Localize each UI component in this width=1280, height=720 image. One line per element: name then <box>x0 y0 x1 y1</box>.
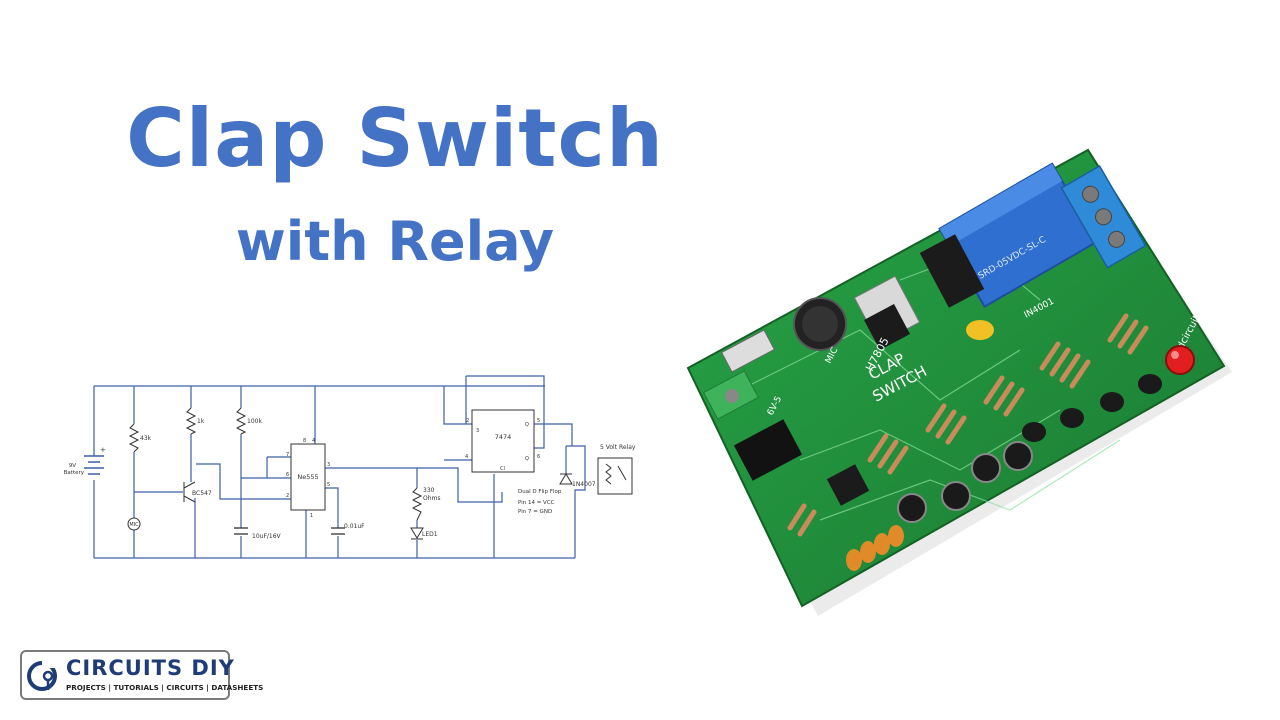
resistor-r4-unit: Ohms <box>423 495 441 502</box>
page-subtitle: with Relay <box>235 210 555 273</box>
circuits-diy-logo[interactable]: CIRCUITS DIY PROJECTS | TUTORIALS | CIRC… <box>20 650 263 700</box>
clap-switch-pcb: SRD-05VDC-SL-C H7805 MIC 6V-5 CLAP SWITC… <box>686 148 1232 616</box>
capacitor-c1 <box>234 527 248 535</box>
resistor-r4 <box>411 487 423 521</box>
flipflop-pin-4: 4 <box>465 454 468 460</box>
resistor-r3-label: 100k <box>247 418 262 425</box>
capacitor-c2-label: 0.01uF <box>344 523 365 530</box>
relay-label: 5 Volt Relay <box>600 444 636 451</box>
transistor-power <box>919 234 985 308</box>
microphone-label: MIC <box>129 522 139 528</box>
flipflop-pin-q: Q <box>525 422 529 428</box>
timer-label: Ne555 <box>297 473 318 481</box>
flipflop-label: 7474 <box>495 433 512 441</box>
flipflop-pin-2: 2 <box>466 418 469 424</box>
flipflop-pin7-note: Pin 7 = GND <box>518 509 552 515</box>
timer-pin-3: 3 <box>327 462 330 468</box>
timer-pin-1: 1 <box>310 513 313 519</box>
battery-voltage: 9V <box>69 463 76 469</box>
relay-component: SRD-05VDC-SL-C <box>938 162 1099 309</box>
circuits-diy-logo-icon <box>27 660 58 691</box>
flipflop-pin-cl: Cl <box>500 466 505 472</box>
microphone-symbol <box>127 517 141 531</box>
terminal-block <box>1060 164 1147 269</box>
resistor-array <box>787 313 1149 537</box>
timer-pin-5: 5 <box>327 482 330 488</box>
logo-name: CIRCUITS DIY <box>66 656 235 680</box>
flipflop-pin-3: 3 <box>476 428 479 434</box>
flipflop-pin-q2: Q <box>525 456 529 462</box>
resistor-r1-label: 43k <box>140 435 152 442</box>
flipflop-ic <box>471 409 535 473</box>
capacitor-c2 <box>331 527 345 535</box>
battery-note: Battery <box>64 470 85 476</box>
electrolytic-capacitors <box>897 441 1033 523</box>
capacitor-c1-label: 10uF/16V <box>252 533 282 540</box>
flipflop-pin-5: 5 <box>537 418 540 424</box>
battery-plus-label: + <box>100 446 106 454</box>
voltage-regulator <box>853 275 921 350</box>
schematic-wires <box>93 375 586 559</box>
timer-pin-8: 8 <box>303 438 306 444</box>
timer-pin-2: 2 <box>286 493 289 499</box>
small-transistors <box>1022 374 1162 442</box>
resistor-r4-label: 330 <box>423 487 435 494</box>
resistor-r2 <box>185 407 197 435</box>
logo-tagline: PROJECTS | TUTORIALS | CIRCUITS | DATASH… <box>66 683 264 692</box>
dc-jack <box>733 419 803 481</box>
page-title: Clap Switch <box>126 92 664 185</box>
led-label: LED1 <box>422 531 438 538</box>
battery-symbol <box>84 455 104 475</box>
transistor-symbol <box>183 481 196 503</box>
timer-pin-7: 7 <box>286 452 289 458</box>
diode-label: 1N4007 <box>572 481 596 488</box>
flipflop-pin-6: 6 <box>537 454 540 460</box>
transistor-label: BC547 <box>192 490 212 497</box>
diode-symbol <box>559 473 573 485</box>
resistor-r2-label: 1k <box>197 418 205 425</box>
flipflop-pin14-note: Pin 14 = VCC <box>518 500 555 506</box>
timer-pin-6: 6 <box>286 472 289 478</box>
circuit-schematic: + 9V Battery 43k 1k 100k 330 Ohms MIC BC… <box>64 375 636 559</box>
slide-switch <box>720 329 776 373</box>
timer-ic <box>290 443 326 511</box>
ceramic-capacitors <box>846 525 904 571</box>
resistor-r1 <box>128 423 140 453</box>
yellow-capacitor <box>966 320 994 340</box>
led-symbol <box>410 527 424 540</box>
resistor-r3 <box>235 407 247 435</box>
relay-symbol <box>597 457 633 495</box>
timer-pin-4: 4 <box>312 438 315 444</box>
flipflop-note: Dual D Flip Flop <box>518 489 562 495</box>
pcb-ic <box>826 464 870 506</box>
red-led <box>1165 345 1195 375</box>
